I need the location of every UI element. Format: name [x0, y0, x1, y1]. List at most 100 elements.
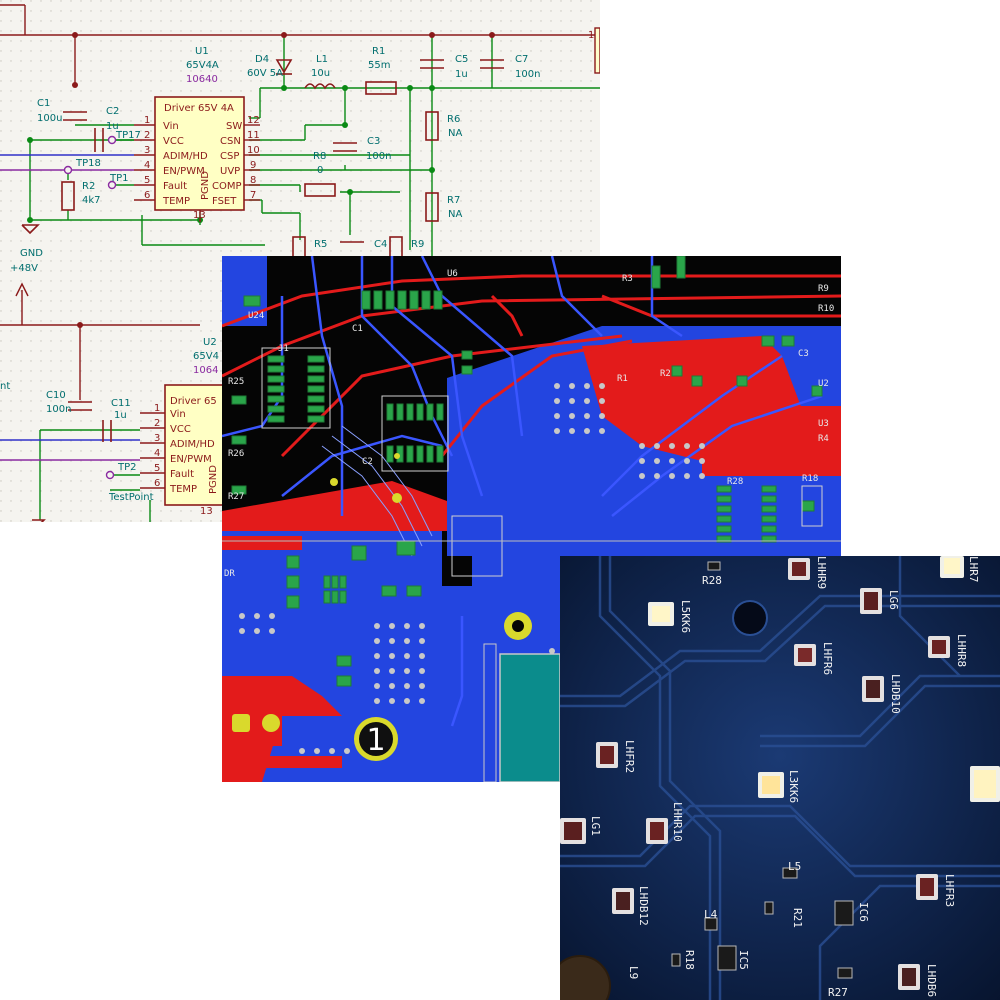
- label-lhdb12: LHDB12: [637, 886, 650, 926]
- u2-pin-num-3: 3: [154, 433, 160, 444]
- v48-label: +48V: [10, 263, 38, 274]
- u1-pin-num-11: 11: [247, 130, 260, 141]
- r6-ref: R6: [447, 114, 460, 125]
- ref-r27: R27: [828, 986, 848, 999]
- pcb-label-r2: R2: [660, 369, 671, 379]
- label-lhdb10: LHDB10: [889, 674, 902, 714]
- u2-title: Driver 65: [170, 396, 217, 407]
- u1-pin-en: EN/PWM: [163, 166, 205, 177]
- r5-ref: R5: [314, 239, 327, 250]
- u1-pin-num-5: 5: [144, 175, 150, 186]
- c10-ref: C10: [46, 390, 66, 401]
- led-lhdb6: [898, 964, 920, 990]
- u1-pin-vcc: VCC: [163, 136, 184, 147]
- mounting-hole-inner: [512, 620, 524, 632]
- tp2-label: TP2: [117, 462, 137, 473]
- r7-ref: R7: [447, 195, 460, 206]
- label-l3kk6: L3KK6: [787, 770, 800, 803]
- led-board-drawing: L5KK6 LHFR6 LHHR9 LG6 LHR7 LHHR8 LHDB10 …: [560, 556, 1000, 1000]
- u1-pin-num-7: 7: [250, 190, 256, 201]
- u1-pin-num-3: 3: [144, 145, 150, 156]
- c5-ref: C5: [455, 54, 468, 65]
- u2-footprint: 1064: [193, 365, 218, 376]
- c2-value: 1u: [106, 121, 119, 132]
- signal-wires: [0, 154, 140, 461]
- r6-value: NA: [448, 128, 462, 139]
- label-lhhr10: LHHR10: [671, 802, 684, 842]
- r7-resistor-symbol: [425, 192, 439, 222]
- fine-traces: [321, 425, 433, 557]
- u1-ref: U1: [195, 46, 209, 57]
- u1-value: 65V4A: [186, 60, 219, 71]
- u1-pin-num-6: 6: [144, 190, 150, 201]
- pcb-label-c1: C1: [352, 324, 363, 334]
- led-l3kk6: [758, 772, 784, 798]
- r8-ref: R8: [313, 151, 326, 162]
- ref-r21: R21: [791, 908, 804, 928]
- pcb-label-j1: J1: [278, 344, 289, 354]
- led-lhfr2: [596, 742, 618, 768]
- pcb-label-u6: U6: [447, 269, 458, 279]
- u2-pin-stubs: [140, 412, 165, 489]
- rail-junctions: [72, 32, 495, 328]
- via-grid-1: [554, 383, 605, 434]
- led-lhfr3: [916, 874, 938, 900]
- u2-value: 65V4: [193, 351, 219, 362]
- u1-pin-num-13: 13: [193, 210, 206, 221]
- u2-driver-ic: [164, 384, 226, 506]
- pcb-drawing: 1 U24 R25 R26 R27 R28 R18 C1 R1 R4 U3 C3…: [222, 256, 841, 782]
- u2-pin-temp: TEMP: [169, 484, 197, 495]
- led-lg1: [560, 818, 586, 844]
- u2-pin-vcc: VCC: [170, 424, 191, 435]
- u1-pin-num-1: 1: [144, 115, 150, 126]
- u1-pin-num-9: 9: [250, 160, 256, 171]
- c3-ref: C3: [367, 136, 380, 147]
- ref-r28: R28: [702, 574, 722, 587]
- u2-ref: U2: [203, 337, 217, 348]
- led-lhr7: [940, 556, 964, 578]
- test-points: [63, 135, 117, 480]
- u1-pin-vin: Vin: [163, 121, 179, 132]
- r8-value: 0: [317, 165, 323, 176]
- r7-value: NA: [448, 209, 462, 220]
- u2-pin-en: EN/PWM: [170, 454, 212, 465]
- u1-pin-csn: CSN: [220, 136, 241, 147]
- d4-diode-symbol: [275, 59, 293, 74]
- ref-l9: L9: [627, 966, 640, 979]
- u1-footprint: 10640: [186, 74, 218, 85]
- u1-pin-temp: TEMP: [162, 196, 190, 207]
- u2-pin-adim: ADIM/HD: [170, 439, 215, 450]
- fiducial-number: 1: [366, 723, 385, 758]
- ref-ic6: IC6: [857, 902, 870, 922]
- u1-pin-uvp: UVP: [220, 166, 240, 177]
- u1-pin-adim: ADIM/HD: [163, 151, 208, 162]
- u1-pin-num-2: 2: [144, 130, 150, 141]
- led-lg6: [860, 588, 882, 614]
- u2-pin-num-2: 2: [154, 418, 160, 429]
- connector-pin-1: 1: [588, 30, 594, 41]
- pcb-label-dr: DR: [224, 569, 235, 579]
- pcb-label-r4: R4: [818, 434, 829, 444]
- label-lhhr9: LHHR9: [815, 556, 828, 589]
- l1-ref: L1: [316, 54, 328, 65]
- u2-pin-num-13: 13: [200, 506, 213, 517]
- tp17-label: TP17: [115, 130, 141, 141]
- led-right: [970, 766, 1000, 802]
- label-lhhr8: LHHR8: [955, 634, 968, 667]
- u1-pin-csp: CSP: [220, 151, 239, 162]
- c11-ref: C11: [111, 398, 131, 409]
- pcb-label-r1: R1: [617, 374, 628, 384]
- r6-resistor-symbol: [425, 111, 439, 141]
- label-lhfr2: LHFR2: [623, 740, 636, 773]
- u1-pin-num-4: 4: [144, 160, 150, 171]
- led-lhhr9: [788, 558, 810, 580]
- u2-pin-fault: Fault: [170, 469, 194, 480]
- pcb-label-u2: U2: [818, 379, 829, 389]
- led-lhdb12: [612, 888, 634, 914]
- silkscreen-labels: U24 R25 R26 R27 R28 R18 C1 R1 R4 U3 C3 U…: [224, 269, 834, 579]
- mounting-hole-ring: [732, 600, 768, 636]
- smd-parts: [671, 561, 854, 979]
- pcb-label-r9: R9: [818, 284, 829, 294]
- l1-value: 10u: [311, 68, 330, 79]
- pcb-label-c2: C2: [362, 457, 373, 467]
